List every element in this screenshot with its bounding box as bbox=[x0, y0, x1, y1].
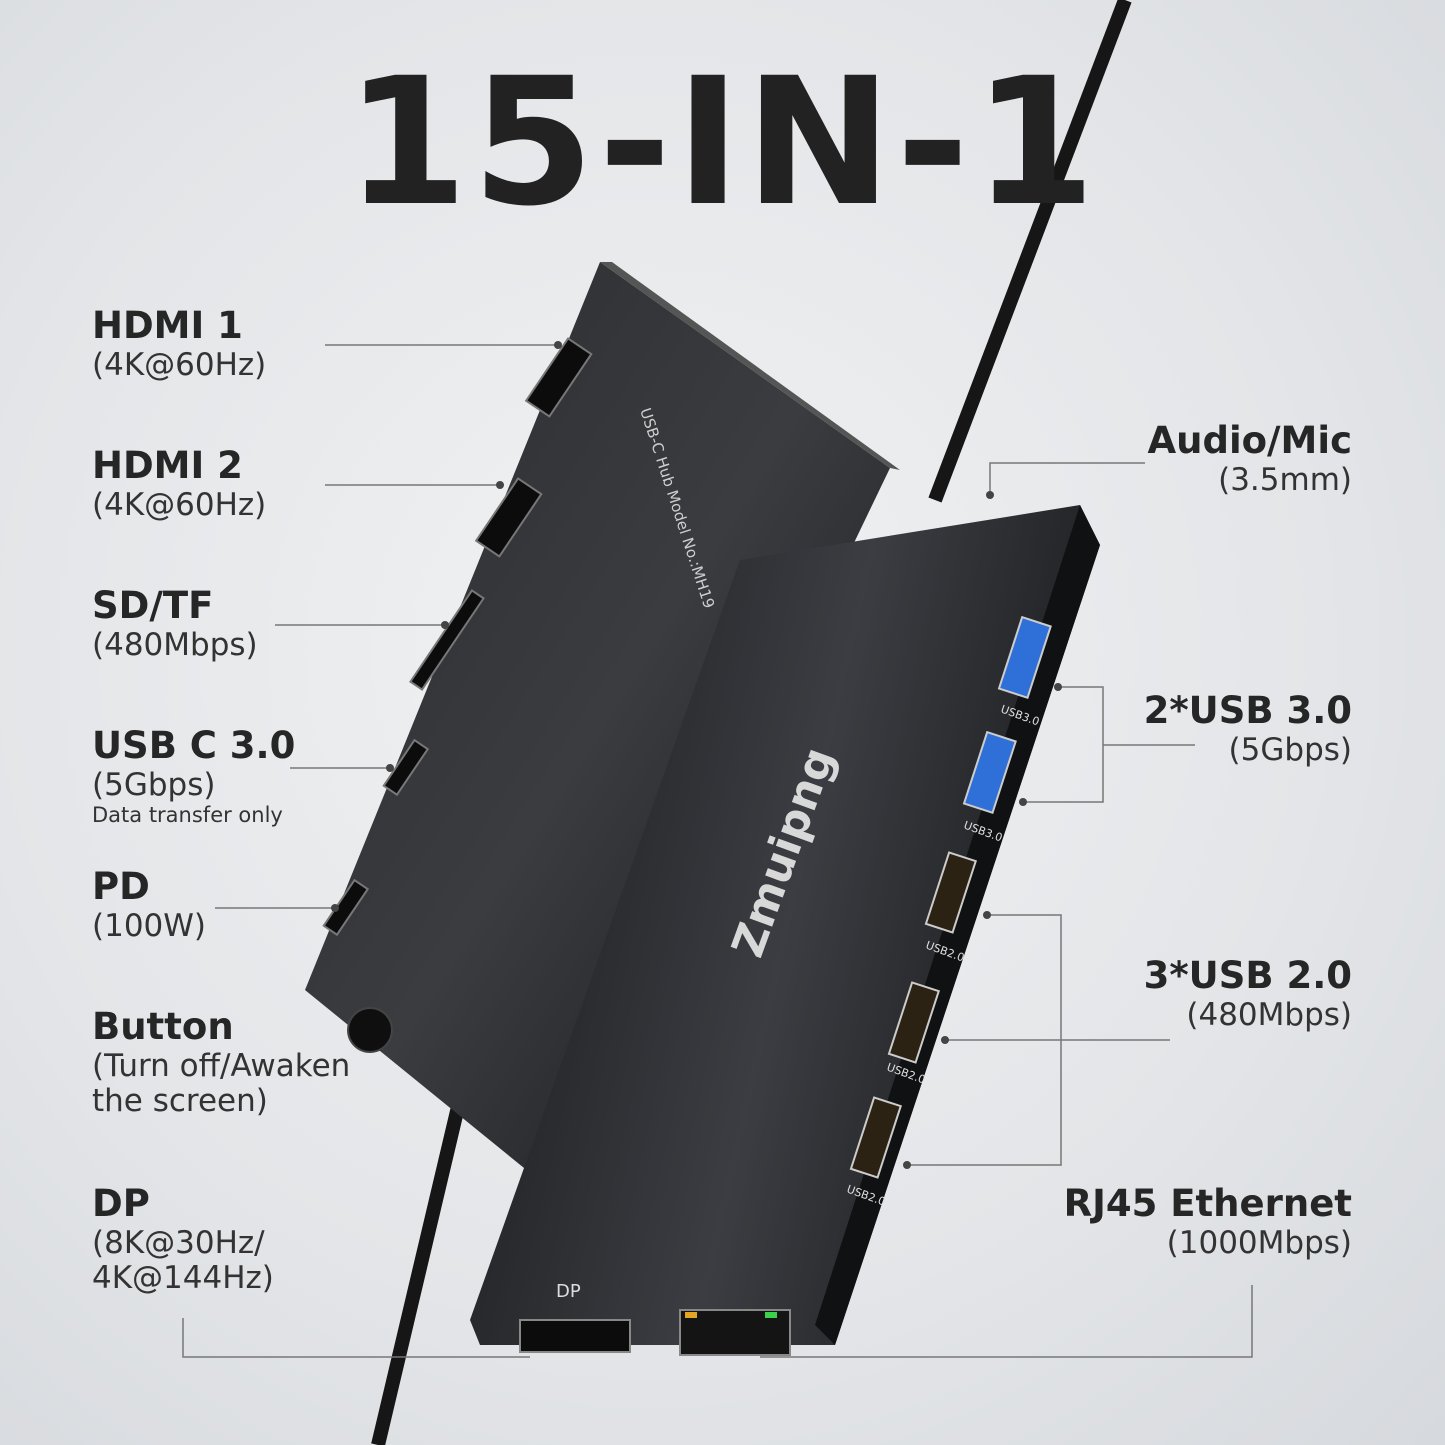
label-rj45: RJ45 Ethernet (1000Mbps) bbox=[1063, 1182, 1352, 1261]
label-audio: Audio/Mic (3.5mm) bbox=[1147, 419, 1352, 498]
usb3-ports bbox=[962, 615, 1052, 815]
label-spec-2: the screen) bbox=[92, 1083, 268, 1120]
page-title: 15-IN-1 bbox=[345, 40, 1100, 245]
label-name: RJ45 Ethernet bbox=[1063, 1182, 1352, 1225]
leader-dots bbox=[331, 341, 1062, 1169]
label-name: Button bbox=[92, 1005, 234, 1048]
label-spec: (1000Mbps) bbox=[1166, 1224, 1352, 1261]
label-spec: (3.5mm) bbox=[1218, 461, 1352, 498]
dp-port bbox=[519, 1319, 631, 1353]
label-name: SD/TF bbox=[92, 584, 214, 627]
label-spec: (5Gbps) bbox=[1228, 731, 1352, 768]
label-button: Button (Turn off/Awaken the screen) bbox=[92, 1005, 351, 1120]
label-name: PD bbox=[92, 865, 150, 908]
label-usb3: 2*USB 3.0 (5Gbps) bbox=[1143, 689, 1352, 768]
label-dp: DP (8K@30Hz/ 4K@144Hz) bbox=[92, 1182, 274, 1297]
bottom-cable bbox=[371, 1088, 469, 1445]
label-name: HDMI 2 bbox=[92, 444, 243, 487]
label-hdmi2: HDMI 2 (4K@60Hz) bbox=[92, 444, 267, 523]
label-spec: (480Mbps) bbox=[92, 626, 258, 663]
usb2-ports bbox=[849, 851, 978, 1179]
back-hub-body bbox=[305, 262, 890, 1185]
label-sd-tf: SD/TF (480Mbps) bbox=[92, 584, 258, 663]
back-ports bbox=[322, 337, 593, 937]
label-name: Audio/Mic bbox=[1147, 419, 1352, 462]
label-usb2: 3*USB 2.0 (480Mbps) bbox=[1143, 954, 1352, 1033]
leader-lines bbox=[182, 344, 1253, 1358]
label-spec: (480Mbps) bbox=[1186, 996, 1352, 1033]
label-usb-c: USB C 3.0 (5Gbps) Data transfer only bbox=[92, 724, 296, 828]
power-button[interactable] bbox=[347, 1007, 393, 1053]
top-cable bbox=[928, 0, 1132, 503]
label-spec: (100W) bbox=[92, 907, 207, 944]
label-pd: PD (100W) bbox=[92, 865, 207, 944]
label-spec: (4K@60Hz) bbox=[92, 486, 267, 523]
label-name: HDMI 1 bbox=[92, 304, 243, 347]
label-name: DP bbox=[92, 1182, 150, 1225]
label-hdmi1: HDMI 1 (4K@60Hz) bbox=[92, 304, 267, 383]
front-hub-body bbox=[470, 505, 1100, 1345]
label-spec: (Turn off/Awaken bbox=[92, 1047, 351, 1084]
label-note: Data transfer only bbox=[92, 803, 283, 828]
label-name: 2*USB 3.0 bbox=[1143, 689, 1352, 732]
label-spec: (5Gbps) bbox=[92, 766, 216, 803]
label-name: 3*USB 2.0 bbox=[1143, 954, 1352, 997]
label-name: USB C 3.0 bbox=[92, 724, 296, 767]
label-spec: (8K@30Hz/ bbox=[92, 1224, 265, 1261]
label-spec-2: 4K@144Hz) bbox=[92, 1260, 274, 1297]
label-spec: (4K@60Hz) bbox=[92, 346, 267, 383]
dp-port-label: DP bbox=[556, 1281, 581, 1302]
